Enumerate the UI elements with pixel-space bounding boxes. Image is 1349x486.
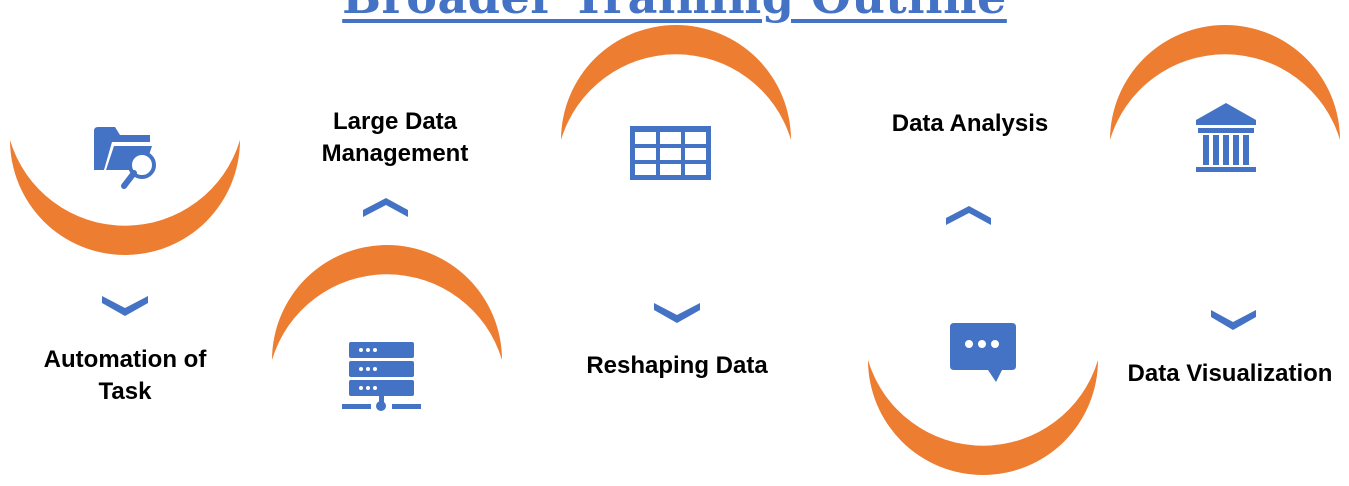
bank-building-icon [1196,103,1256,172]
table-icon [630,126,711,180]
step-1-arc [10,140,240,255]
page-title: Broader Training Outline [0,0,1349,24]
step-5-label: Data Visualization [1127,360,1333,387]
step-3-arc [561,25,791,140]
step-3-label: Reshaping Data [586,352,768,379]
folder-search-icon [94,127,156,189]
server-icon [342,342,421,411]
step-5-arc [1110,25,1340,140]
chevron-up-icon [363,198,408,217]
step-1-label: Automation of Task [43,346,207,405]
chevron-up-icon [946,206,991,225]
chat-bubble-icon [950,323,1016,382]
step-4-label: Data Analysis [891,110,1049,137]
chevron-down-icon [654,303,700,323]
step-2-label: Large Data Management [321,108,469,167]
chevron-down-icon [1211,310,1256,330]
chevron-down-icon [102,296,148,316]
step-4-arc [868,360,1098,475]
step-2-arc [272,245,502,360]
